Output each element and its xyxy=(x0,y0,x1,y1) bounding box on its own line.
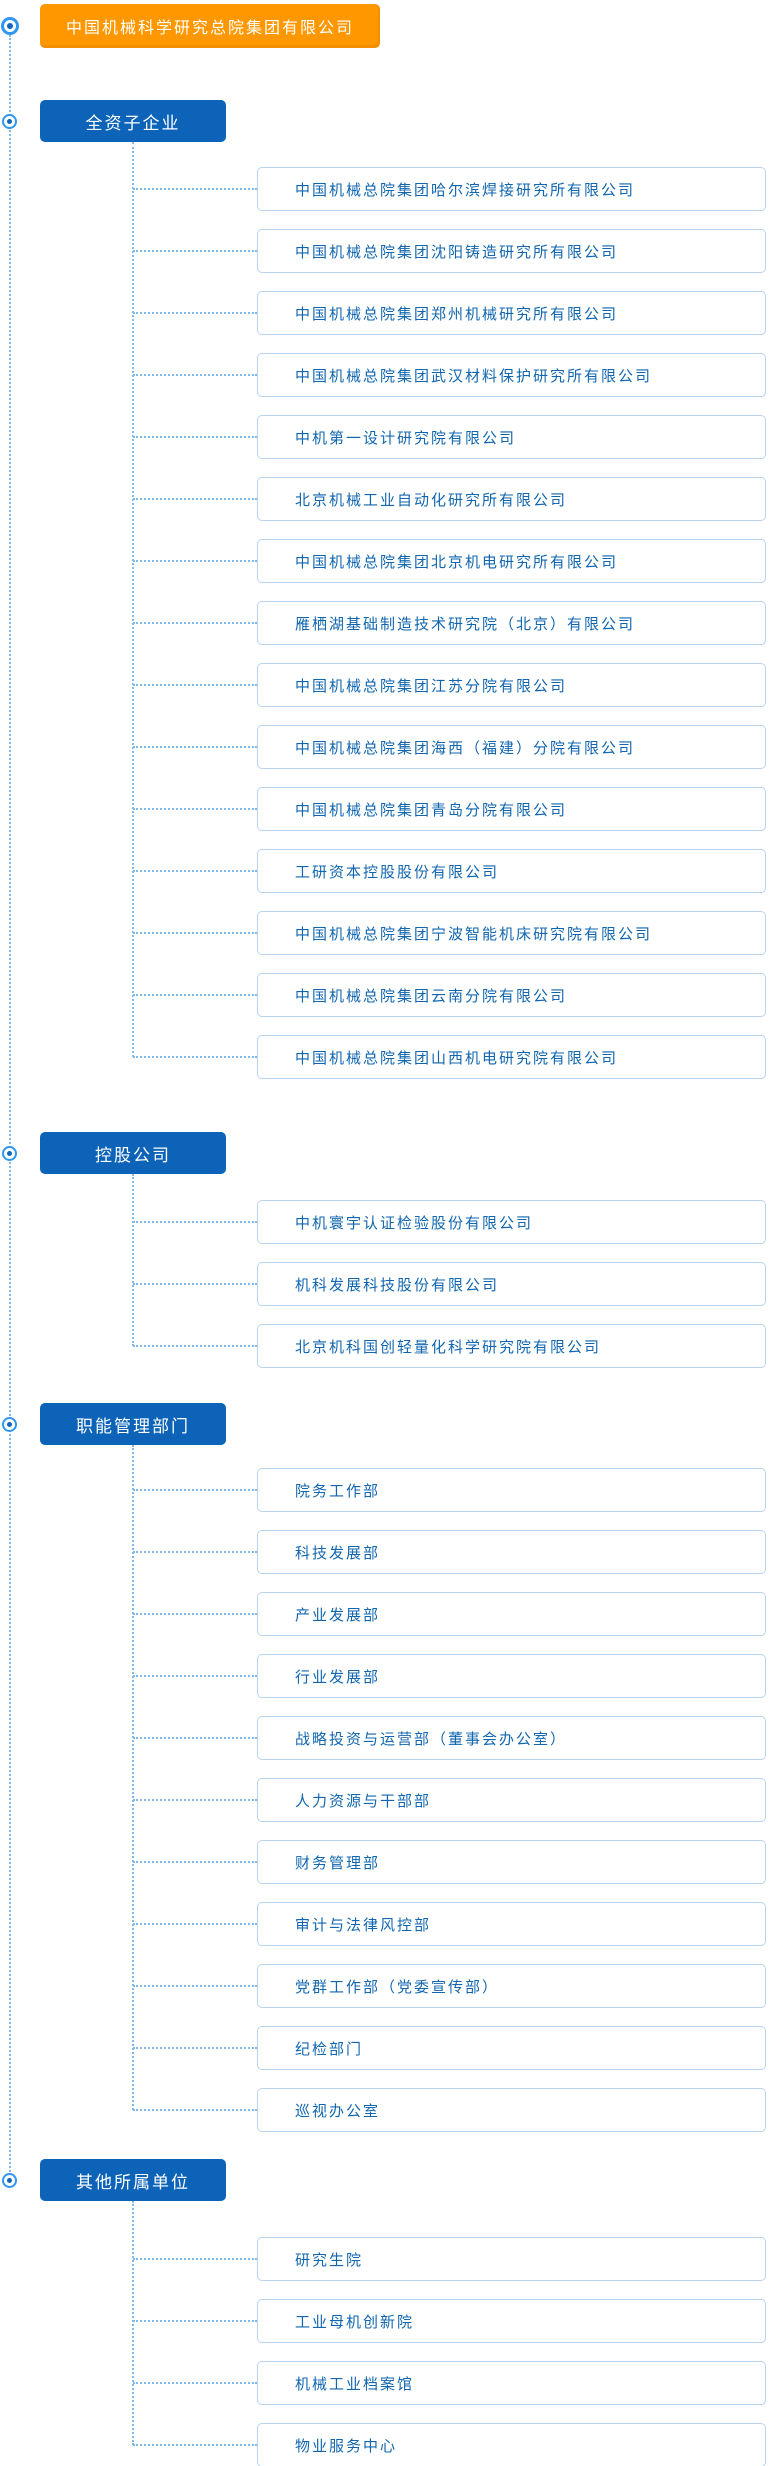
org-item: 中国机械总院集团武汉材料保护研究所有限公司 xyxy=(257,353,766,397)
org-item: 中国机械总院集团青岛分院有限公司 xyxy=(257,787,766,831)
trunk-connector xyxy=(8,35,11,2180)
item-connector xyxy=(133,498,257,500)
item-connector xyxy=(133,1737,257,1739)
org-item: 中国机械总院集团哈尔滨焊接研究所有限公司 xyxy=(257,167,766,211)
root-toggle-icon[interactable] xyxy=(1,17,19,35)
item-connector xyxy=(133,1345,257,1347)
item-connector xyxy=(133,870,257,872)
org-item: 纪检部门 xyxy=(257,2026,766,2070)
item-connector xyxy=(133,1221,257,1223)
item-connector xyxy=(133,1861,257,1863)
toggle-dot xyxy=(7,1150,12,1156)
item-connector xyxy=(133,2258,257,2260)
org-item: 北京机科国创轻量化科学研究院有限公司 xyxy=(257,1324,766,1368)
item-connector xyxy=(133,2444,257,2446)
item-connector xyxy=(133,622,257,624)
item-connector xyxy=(133,1675,257,1677)
item-connector xyxy=(133,560,257,562)
item-connector xyxy=(133,1613,257,1615)
item-connector xyxy=(133,684,257,686)
org-item: 雁栖湖基础制造技术研究院（北京）有限公司 xyxy=(257,601,766,645)
item-connector xyxy=(133,1923,257,1925)
toggle-dot xyxy=(7,1421,12,1427)
item-connector xyxy=(133,994,257,996)
item-connector xyxy=(133,436,257,438)
org-item: 工研资本控股股份有限公司 xyxy=(257,849,766,893)
org-item: 中机第一设计研究院有限公司 xyxy=(257,415,766,459)
org-item: 北京机械工业自动化研究所有限公司 xyxy=(257,477,766,521)
section-connector xyxy=(132,142,134,1057)
item-connector xyxy=(133,1056,257,1058)
item-connector xyxy=(133,374,257,376)
section-header: 控股公司 xyxy=(40,1132,226,1174)
org-item: 中机寰宇认证检验股份有限公司 xyxy=(257,1200,766,1244)
item-connector xyxy=(133,746,257,748)
org-item: 机械工业档案馆 xyxy=(257,2361,766,2405)
section-connector xyxy=(132,1445,134,2110)
org-item: 中国机械总院集团沈阳铸造研究所有限公司 xyxy=(257,229,766,273)
item-connector xyxy=(133,2109,257,2111)
org-item: 党群工作部（党委宣传部） xyxy=(257,1964,766,2008)
org-item: 中国机械总院集团郑州机械研究所有限公司 xyxy=(257,291,766,335)
item-connector xyxy=(133,2320,257,2322)
section-toggle-icon-1[interactable] xyxy=(2,113,17,129)
org-item: 人力资源与干部部 xyxy=(257,1778,766,1822)
section-header: 其他所属单位 xyxy=(40,2159,226,2201)
toggle-dot xyxy=(7,118,12,124)
org-item: 财务管理部 xyxy=(257,1840,766,1884)
item-connector xyxy=(133,250,257,252)
org-item: 中国机械总院集团宁波智能机床研究院有限公司 xyxy=(257,911,766,955)
section-connector xyxy=(132,2201,134,2445)
org-item: 审计与法律风控部 xyxy=(257,1902,766,1946)
item-connector xyxy=(133,932,257,934)
toggle-dot xyxy=(7,2177,12,2183)
toggle-dot xyxy=(7,23,13,29)
org-item: 中国机械总院集团山西机电研究院有限公司 xyxy=(257,1035,766,1079)
section-toggle-icon-4[interactable] xyxy=(2,2172,17,2188)
org-item: 战略投资与运营部（董事会办公室） xyxy=(257,1716,766,1760)
root-node: 中国机械科学研究总院集团有限公司 xyxy=(40,4,380,48)
org-item: 物业服务中心 xyxy=(257,2423,766,2466)
item-connector xyxy=(133,1551,257,1553)
item-connector xyxy=(133,188,257,190)
item-connector xyxy=(133,808,257,810)
org-item: 院务工作部 xyxy=(257,1468,766,1512)
org-item: 研究生院 xyxy=(257,2237,766,2281)
org-item: 科技发展部 xyxy=(257,1530,766,1574)
org-item: 产业发展部 xyxy=(257,1592,766,1636)
section-toggle-icon-3[interactable] xyxy=(2,1416,17,1432)
org-item: 巡视办公室 xyxy=(257,2088,766,2132)
section-connector xyxy=(132,1174,134,1346)
org-item: 中国机械总院集团云南分院有限公司 xyxy=(257,973,766,1017)
org-item: 工业母机创新院 xyxy=(257,2299,766,2343)
section-header: 职能管理部门 xyxy=(40,1403,226,1445)
org-item: 中国机械总院集团江苏分院有限公司 xyxy=(257,663,766,707)
item-connector xyxy=(133,1985,257,1987)
org-item: 行业发展部 xyxy=(257,1654,766,1698)
item-connector xyxy=(133,1283,257,1285)
item-connector xyxy=(133,2047,257,2049)
org-item: 中国机械总院集团北京机电研究所有限公司 xyxy=(257,539,766,583)
item-connector xyxy=(133,1489,257,1491)
item-connector xyxy=(133,1799,257,1801)
org-item: 中国机械总院集团海西（福建）分院有限公司 xyxy=(257,725,766,769)
item-connector xyxy=(133,312,257,314)
section-toggle-icon-2[interactable] xyxy=(2,1145,17,1161)
org-item: 机科发展科技股份有限公司 xyxy=(257,1262,766,1306)
item-connector xyxy=(133,2382,257,2384)
section-header: 全资子企业 xyxy=(40,100,226,142)
